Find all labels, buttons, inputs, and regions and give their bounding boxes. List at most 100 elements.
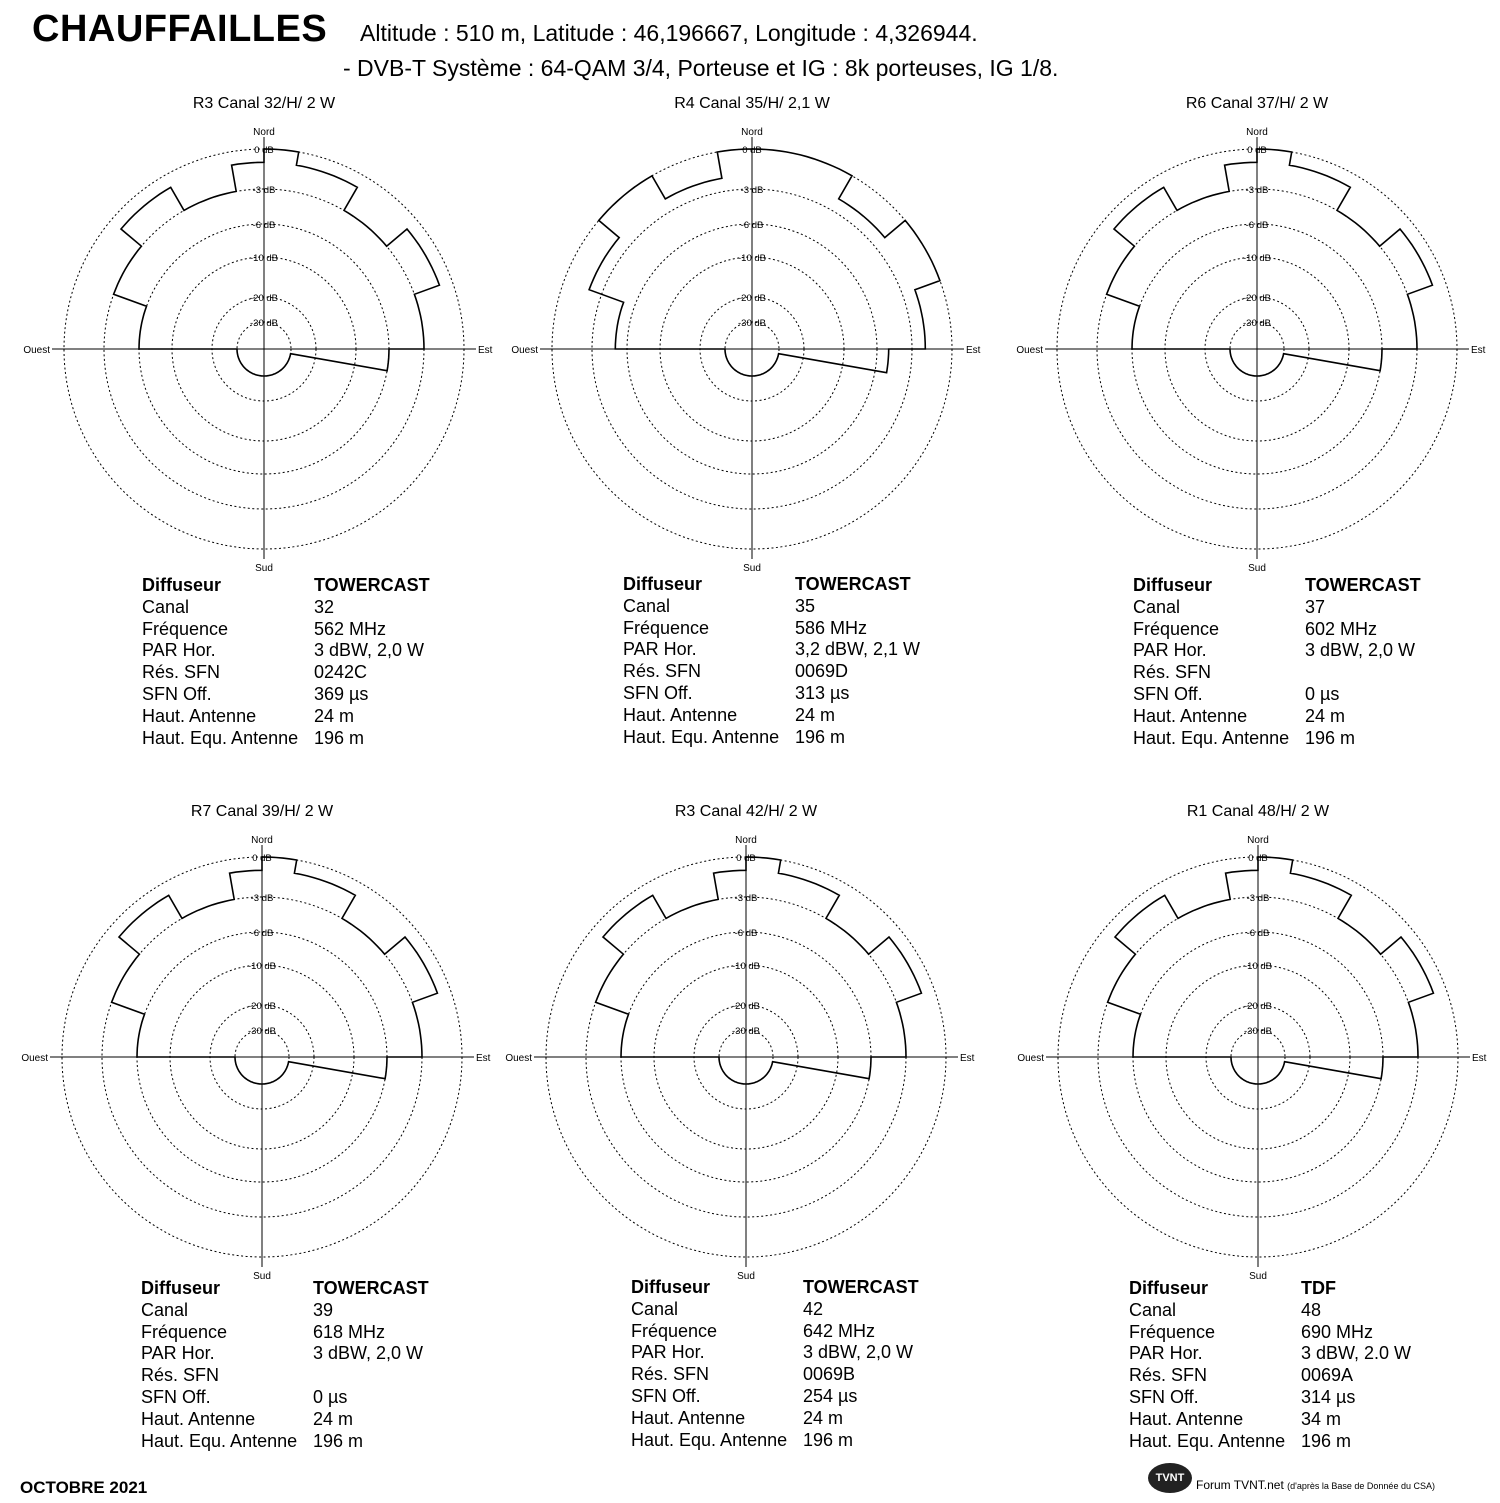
value: 369 µs	[314, 683, 369, 704]
label: Fréquence	[1133, 618, 1220, 639]
label: Haut. Equ. Antenne	[142, 727, 299, 748]
value: 0069B	[803, 1364, 856, 1385]
label: Fréquence	[1129, 1321, 1216, 1342]
value: 0069A	[1301, 1365, 1354, 1386]
label: SFN Off.	[141, 1386, 211, 1407]
compass-east: Est	[1471, 345, 1486, 356]
label: Haut. Equ. Antenne	[141, 1430, 298, 1451]
label: PAR Hor.	[623, 639, 697, 660]
source-name: Forum TVNT.net	[1196, 1478, 1284, 1492]
ring-label: -3 dB	[741, 185, 764, 196]
polar-chart: 0 dB-3 dB-6 dB-10 dB-20 dB-30 dBNordSudE…	[511, 127, 981, 574]
polar-chart: 0 dB-3 dB-6 dB-10 dB-20 dB-30 dBNordSudE…	[23, 127, 492, 574]
label: Canal	[141, 1299, 189, 1320]
chart-panel-5: R3 Canal 42/H/ 2 W 0 dB-3 dB-6 dB-10 dB-…	[496, 803, 996, 1503]
label: Canal	[631, 1298, 679, 1319]
ring-label: -20 dB	[1243, 293, 1271, 304]
ring-label: -6 dB	[741, 220, 764, 231]
ring-label: -10 dB	[248, 961, 276, 972]
chart-title: R1 Canal 48/H/ 2 W	[1186, 803, 1330, 820]
ring-label: -3 dB	[735, 893, 758, 904]
value: 196 m	[795, 726, 846, 747]
ring-label: -20 dB	[250, 293, 278, 304]
compass-south: Sud	[737, 1271, 755, 1282]
label: Canal	[1129, 1299, 1177, 1320]
ring-label: -3 dB	[1246, 185, 1269, 196]
ring-label: -20 dB	[248, 1001, 276, 1012]
ring-label: -6 dB	[253, 220, 276, 231]
ring-label: -6 dB	[251, 928, 274, 939]
value: TDF	[1301, 1278, 1336, 1298]
radiation-pattern	[112, 148, 441, 377]
chart-title: R3 Canal 32/H/ 2 W	[192, 95, 336, 112]
site-coordinates: Altitude : 510 m, Latitude : 46,196667, …	[360, 20, 978, 46]
value: 3 dBW, 2,0 W	[313, 1343, 424, 1364]
label: PAR Hor.	[142, 640, 216, 661]
label: Rés. SFN	[142, 662, 221, 683]
value: 196 m	[1305, 727, 1356, 748]
polar-chart: 0 dB-3 dB-6 dB-10 dB-20 dB-30 dBNordSudE…	[1017, 835, 1487, 1282]
ring-label: -30 dB	[732, 1026, 760, 1037]
label: Haut. Antenne	[623, 704, 738, 725]
page-title: CHAUFFAILLES	[32, 8, 328, 50]
label: Fréquence	[631, 1320, 718, 1341]
ring-label: -10 dB	[250, 253, 278, 264]
value: 196 m	[313, 1430, 364, 1451]
radiation-pattern	[588, 148, 941, 377]
value: 196 m	[803, 1429, 854, 1450]
value: 196 m	[1301, 1430, 1352, 1451]
value: TOWERCAST	[314, 575, 430, 595]
compass-north: Nord	[251, 835, 273, 846]
footer-date: OCTOBRE 2021	[20, 1478, 148, 1497]
compass-east: Est	[966, 345, 981, 356]
chart-panel-4: R7 Canal 39/H/ 2 W 0 dB-3 dB-6 dB-10 dB-…	[12, 803, 512, 1503]
value: 3 dBW, 2,0 W	[1305, 640, 1416, 661]
label: Fréquence	[142, 618, 229, 639]
ring-label: -20 dB	[1244, 1001, 1272, 1012]
label: Fréquence	[623, 617, 710, 638]
label: Haut. Equ. Antenne	[1133, 727, 1290, 748]
value: 602 MHz	[1305, 618, 1378, 639]
label: SFN Off.	[1129, 1386, 1199, 1407]
compass-north: Nord	[253, 127, 275, 138]
compass-south: Sud	[1248, 563, 1266, 574]
value: 3,2 dBW, 2,1 W	[795, 639, 921, 660]
value: TOWERCAST	[313, 1278, 429, 1298]
label: PAR Hor.	[1133, 640, 1207, 661]
label: Diffuseur	[631, 1277, 711, 1297]
ring-label: -30 dB	[1243, 318, 1271, 329]
label: Rés. SFN	[623, 661, 702, 682]
label: Rés. SFN	[631, 1364, 710, 1385]
label: Fréquence	[141, 1321, 228, 1342]
ring-label: -30 dB	[248, 1026, 276, 1037]
compass-south: Sud	[1249, 1271, 1267, 1282]
system-parameters: - DVB-T Système : 64-QAM 3/4, Porteuse e…	[343, 55, 1059, 81]
ring-label: -30 dB	[250, 318, 278, 329]
chart-title: R4 Canal 35/H/ 2,1 W	[674, 95, 830, 112]
value: TOWERCAST	[803, 1277, 919, 1297]
polar-chart: 0 dB-3 dB-6 dB-10 dB-20 dB-30 dBNordSudE…	[1016, 127, 1486, 574]
ring-label: -30 dB	[1244, 1026, 1272, 1037]
compass-east: Est	[1472, 1053, 1487, 1064]
label: SFN Off.	[623, 682, 693, 703]
chart-panel-6: R1 Canal 48/H/ 2 W 0 dB-3 dB-6 dB-10 dB-…	[1008, 803, 1500, 1503]
label: Diffuseur	[1133, 575, 1213, 595]
label: Rés. SFN	[141, 1365, 220, 1386]
ring-label: 0 dB	[742, 145, 762, 156]
value: 3 dBW, 2,0 W	[803, 1342, 914, 1363]
source-note: (d'après la Base de Donnée du CSA)	[1287, 1481, 1435, 1491]
compass-west: Ouest	[505, 1053, 532, 1064]
value: 32	[314, 596, 335, 617]
polar-chart: 0 dB-3 dB-6 dB-10 dB-20 dB-30 dBNordSudE…	[505, 835, 975, 1282]
compass-north: Nord	[735, 835, 757, 846]
value: 0 µs	[313, 1386, 348, 1407]
ring-label: -6 dB	[735, 928, 758, 939]
ring-label: -20 dB	[738, 293, 766, 304]
label: Diffuseur	[142, 575, 222, 595]
ring-label: -10 dB	[732, 961, 760, 972]
compass-east: Est	[960, 1053, 975, 1064]
radiation-pattern	[110, 856, 439, 1085]
label: Haut. Antenne	[1129, 1408, 1244, 1429]
label: Diffuseur	[1129, 1278, 1209, 1298]
label: Haut. Antenne	[142, 705, 257, 726]
